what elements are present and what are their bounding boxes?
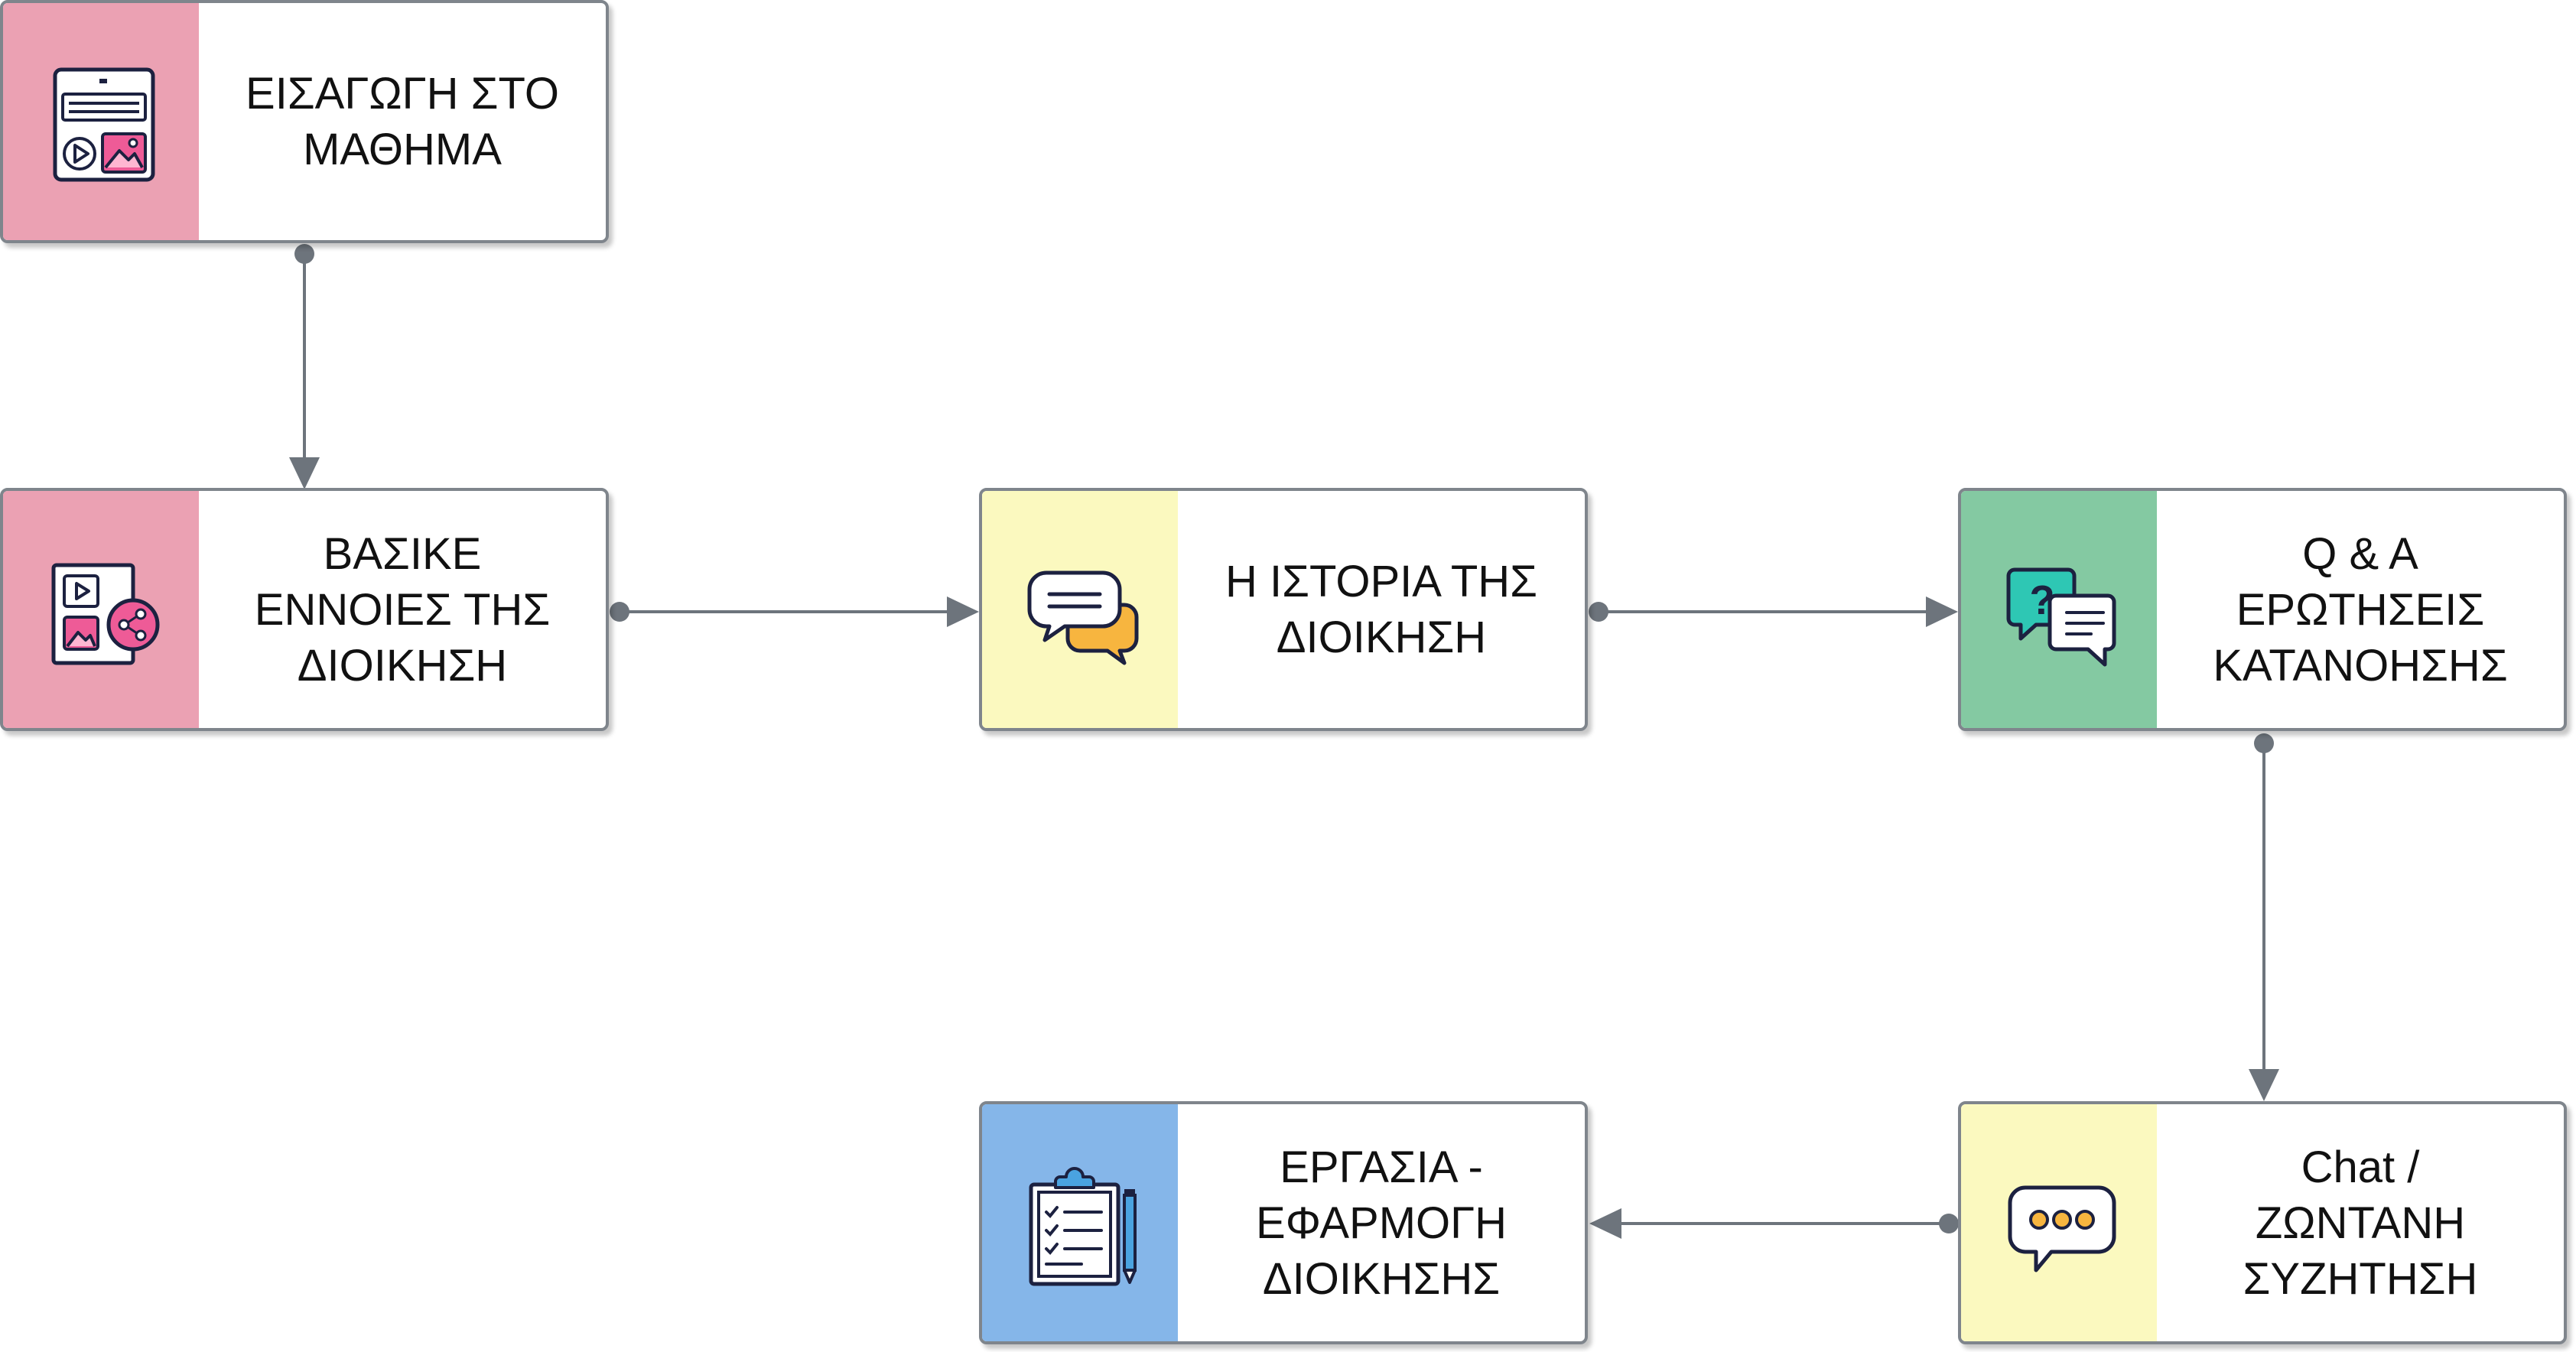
edge-arrowhead: [2249, 1069, 2279, 1101]
node-label: Chat / ΖΩΝΤΑΝΗ ΣΥΖΗΤΗΣΗ: [2243, 1142, 2478, 1304]
edge-arrowhead: [1589, 1208, 1621, 1239]
share-media-icon: [51, 563, 160, 665]
chat-dots-icon: [2008, 1185, 2116, 1272]
node-label: Η ΙΣΤΟΡΙΑ ΤΗΣ ΔΙΟΙΚΗΣΗ: [1225, 557, 1537, 662]
edge-start-dot: [2254, 733, 2274, 753]
node-label: ΕΙΣΑΓΩΓΗ ΣΤΟ ΜΑΘΗΜΑ: [246, 69, 559, 174]
edge-start-dot: [1589, 602, 1608, 622]
speech-bubbles-icon: [1027, 570, 1139, 665]
node-basic-concepts[interactable]: ΒΑΣΙΚΕ ΕΝΝΟΙΕΣ ΤΗΣ ΔΙΟΙΚΗΣΗ: [0, 488, 609, 731]
media-layout-icon: [53, 67, 155, 182]
question-chat-icon: ?: [2006, 567, 2116, 667]
edge-arrowhead: [947, 596, 979, 627]
edge-start-dot: [610, 602, 629, 622]
node-chat[interactable]: Chat / ΖΩΝΤΑΝΗ ΣΥΖΗΤΗΣΗ: [1958, 1101, 2567, 1344]
node-intro[interactable]: ΕΙΣΑΓΩΓΗ ΣΤΟ ΜΑΘΗΜΑ: [0, 0, 609, 243]
node-qa[interactable]: ? Q & A ΕΡΩΤΗΣΕΙΣ ΚΑΤΑΝΟΗΣΗΣ: [1958, 488, 2567, 731]
edge-start-dot: [1939, 1214, 1959, 1233]
node-history[interactable]: Η ΙΣΤΟΡΙΑ ΤΗΣ ΔΙΟΙΚΗΣΗ: [979, 488, 1588, 731]
edge-arrowhead: [1926, 596, 1958, 627]
node-label: ΒΑΣΙΚΕ ΕΝΝΟΙΕΣ ΤΗΣ ΔΙΟΙΚΗΣΗ: [254, 528, 551, 691]
node-label: Q & A ΕΡΩΤΗΣΕΙΣ ΚΑΤΑΝΟΗΣΗΣ: [2213, 528, 2508, 691]
clipboard-checklist-icon: [1029, 1167, 1137, 1286]
node-label: ΕΡΓΑΣΙΑ - ΕΦΑΡΜΟΓΗ ΔΙΟΙΚΗΣΗΣ: [1256, 1142, 1507, 1304]
edge-arrowhead: [289, 457, 320, 489]
node-assignment[interactable]: ΕΡΓΑΣΙΑ - ΕΦΑΡΜΟΓΗ ΔΙΟΙΚΗΣΗΣ: [979, 1101, 1588, 1344]
edge-start-dot: [294, 244, 314, 264]
